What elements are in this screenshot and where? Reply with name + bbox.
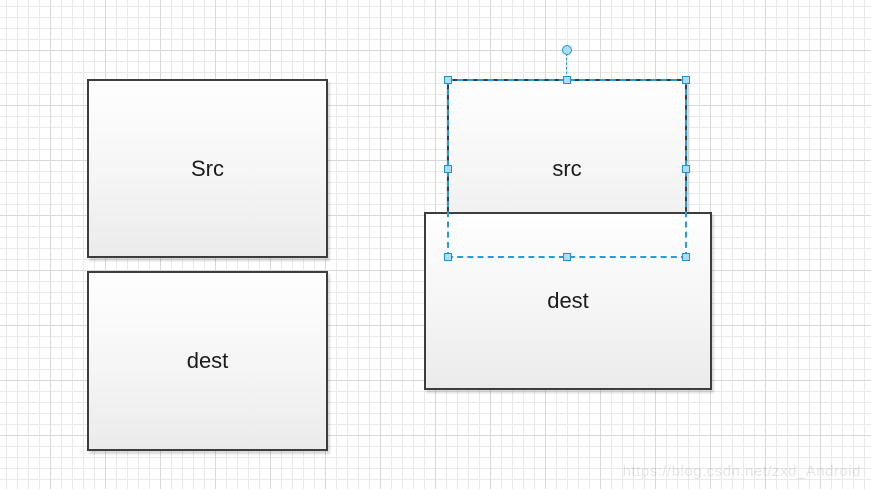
watermark: https://blog.csdn.net/zxd_Android	[622, 463, 861, 480]
selection-handle-e[interactable]	[682, 164, 690, 173]
shape-src-right-label: src	[552, 155, 582, 181]
selection-handle-n[interactable]	[563, 76, 571, 84]
shape-dest-left-label: dest	[186, 348, 229, 373]
rotation-handle[interactable]	[562, 45, 572, 55]
shape-src-left-label: Src	[191, 155, 224, 181]
shape-dest-right[interactable]: dest	[424, 212, 712, 390]
selection-handle-ne[interactable]	[682, 76, 690, 84]
selection-handle-se[interactable]	[682, 253, 690, 261]
shape-src-left[interactable]: Src	[87, 79, 328, 258]
shape-dest-left[interactable]: dest	[87, 271, 328, 451]
selection-handle-nw[interactable]	[444, 76, 452, 84]
shape-dest-right-label: dest	[547, 288, 589, 313]
selection-handle-s[interactable]	[563, 253, 571, 261]
selection-handle-sw[interactable]	[444, 253, 452, 261]
selection-handle-w[interactable]	[444, 164, 452, 173]
